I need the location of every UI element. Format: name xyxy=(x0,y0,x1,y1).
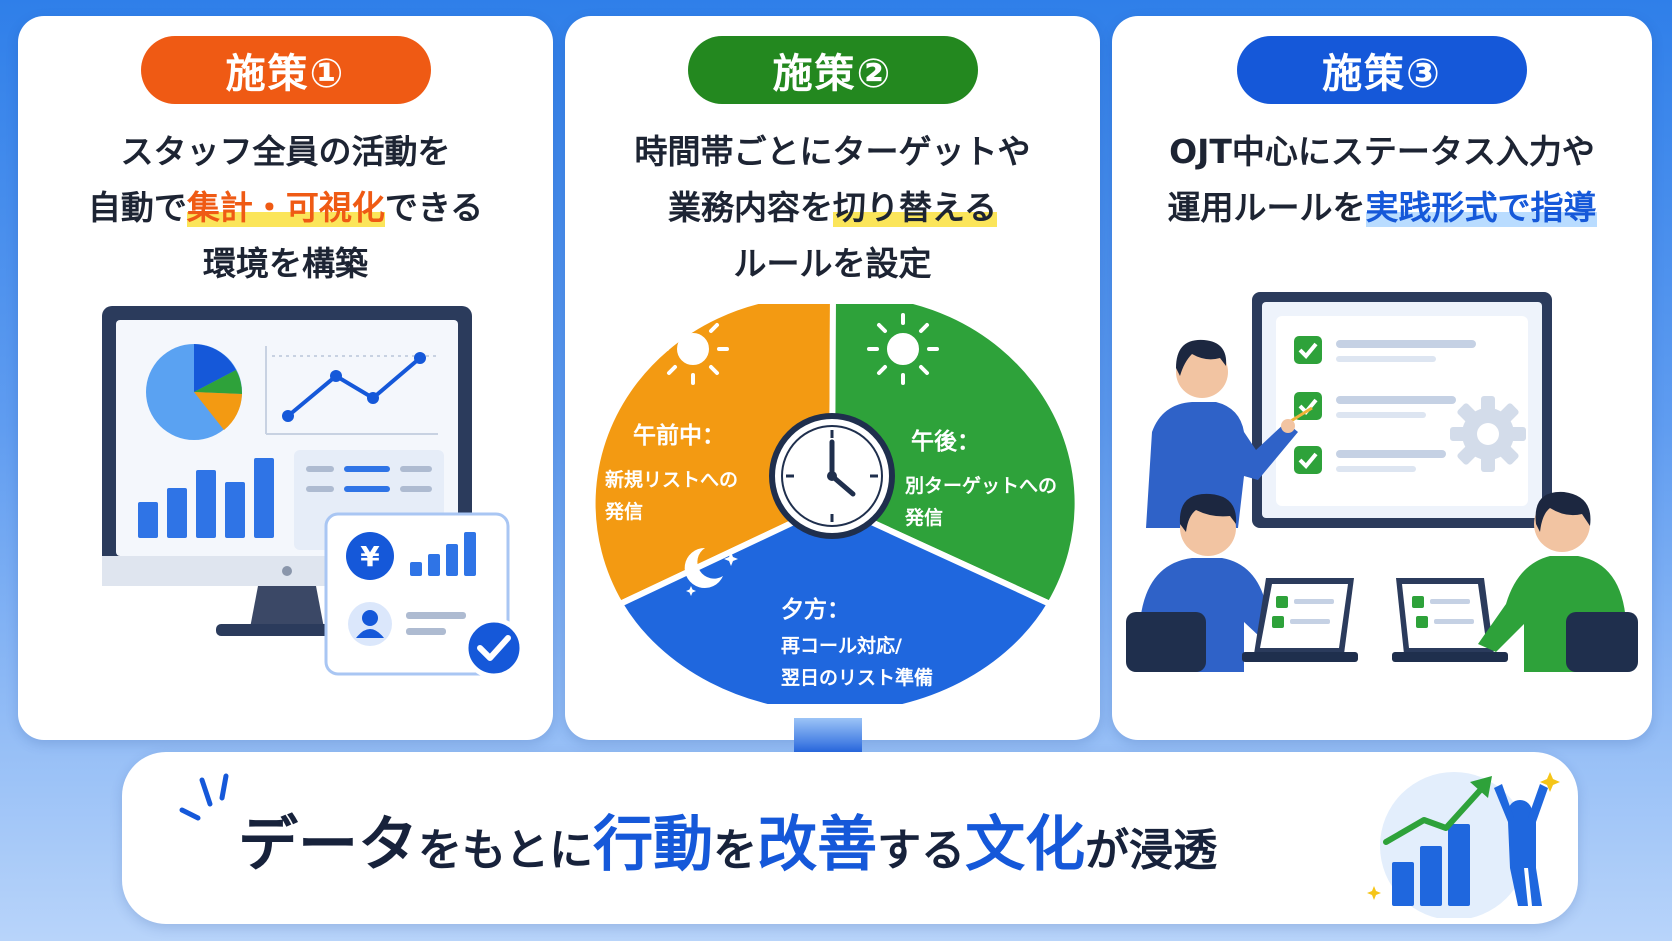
conclusion-t7: 文化 xyxy=(965,810,1086,880)
measure-2-badge: 施策② xyxy=(687,36,978,104)
conclusion-t1: データ xyxy=(238,810,418,880)
measure-1-title-line2-post: できる xyxy=(384,188,484,227)
measure-3-badge: 施策③ xyxy=(1237,36,1527,104)
laptop-icon xyxy=(1392,578,1508,662)
measure-3-panel: 施策③ OJT中心にステータス入力や 運用ルールを実践形式で指導 xyxy=(1112,16,1652,740)
morning-body-1: 新規リストへの xyxy=(605,469,739,491)
conclusion-t5: 改善 xyxy=(757,810,878,880)
user-icon xyxy=(348,602,392,646)
measure-3-title-line2: 運用ルールを実践形式で指導 xyxy=(1112,180,1652,236)
measure-3-title: OJT中心にステータス入力や 運用ルールを実践形式で指導 xyxy=(1112,124,1652,236)
pie-chart-icon xyxy=(146,344,243,440)
conclusion-t3: 行動 xyxy=(593,810,714,880)
measure-1-title-line3: 環境を構築 xyxy=(203,244,368,283)
checkbox-icon xyxy=(1294,336,1476,474)
conclusion-t6: する xyxy=(877,825,966,876)
yen-icon xyxy=(346,532,394,580)
measure-1-badge: 施策① xyxy=(140,36,431,104)
gear-icon xyxy=(1450,396,1526,472)
evening-heading: 夕方： xyxy=(781,597,850,623)
measure-2-panel: 施策② 時間帯ごとにターゲットや 業務内容を切り替える ルールを設定 xyxy=(565,16,1100,740)
growth-chart-icon xyxy=(1367,772,1560,918)
conclusion-t8: が浸透 xyxy=(1085,825,1218,876)
check-circle-icon xyxy=(463,617,525,679)
morning-label: 午前中： 新規リストへの 発信 xyxy=(605,416,738,528)
ojt-illustration xyxy=(1126,292,1638,672)
conclusion-t2: をもとに xyxy=(418,825,594,876)
measure-2-title-line2-pre: 業務内容を xyxy=(667,188,833,227)
sun-icon xyxy=(657,313,729,385)
evening-segment xyxy=(615,500,1055,704)
conclusion-text: データ をもとに 行動 を 改善 する 文化 が浸透 xyxy=(238,796,1217,892)
measure-1-highlight: 集計・可視化 xyxy=(186,188,385,227)
sparkle-icon xyxy=(179,773,229,821)
laptop-icon xyxy=(1242,578,1358,662)
afternoon-body-1: 別ターゲットへの xyxy=(905,475,1058,497)
afternoon-label: 午後： 別ターゲットへの 発信 xyxy=(905,422,1057,534)
evening-body-1: 再コール対応/ xyxy=(781,635,902,657)
evening-body-2: 翌日のリスト準備 xyxy=(781,667,934,689)
measure-3-highlight: 実践形式で指導 xyxy=(1365,188,1597,227)
measure-2-title: 時間帯ごとにターゲットや 業務内容を切り替える ルールを設定 xyxy=(565,124,1100,292)
conclusion-t4: を xyxy=(713,825,758,876)
trainer-icon xyxy=(1146,339,1313,528)
measure-2-title-line3: ルールを設定 xyxy=(733,244,932,283)
measure-1-title-line2-pre: 自動で xyxy=(87,188,187,227)
evening-label: 夕方： 再コール対応/ 翌日のリスト準備 xyxy=(781,590,933,694)
kpi-card: ¥ xyxy=(324,512,510,676)
celebrating-person-icon xyxy=(1494,784,1548,906)
measure-1-panel: 施策① スタッフ全員の活動を 自動で集計・可視化できる 環境を構築 xyxy=(18,16,553,740)
measure-3-title-line2-pre: 運用ルールを xyxy=(1167,188,1366,227)
measure-2-highlight: 切り替える xyxy=(832,188,997,227)
moon-icon xyxy=(684,547,738,596)
conclusion-banner: データ をもとに 行動 を 改善 する 文化 が浸透 xyxy=(122,752,1578,924)
trainee-icon xyxy=(1478,491,1638,672)
afternoon-body-2: 発信 xyxy=(905,507,944,529)
bar-chart-icon xyxy=(138,458,274,538)
measure-2-title-line2: 業務内容を切り替える xyxy=(565,180,1100,236)
svg-text:¥: ¥ xyxy=(360,540,380,573)
measure-1-title-line1: スタッフ全員の活動を xyxy=(120,132,451,171)
measure-2-title-line1: 時間帯ごとにターゲットや xyxy=(634,132,1031,171)
morning-body-2: 発信 xyxy=(605,501,644,523)
dashboard-illustration: ¥ xyxy=(102,306,525,679)
sun-icon xyxy=(867,313,939,385)
measure-1-title: スタッフ全員の活動を 自動で集計・可視化できる 環境を構築 xyxy=(18,124,553,292)
line-chart-icon xyxy=(265,346,438,435)
clock-icon xyxy=(769,413,895,539)
measure-3-title-line1: OJT中心にステータス入力や xyxy=(1169,132,1595,171)
measure-1-title-line2: 自動で集計・可視化できる xyxy=(18,180,553,236)
afternoon-heading: 午後： xyxy=(911,429,980,455)
time-wheel xyxy=(589,304,1080,704)
morning-heading: 午前中： xyxy=(633,423,725,449)
trainee-icon xyxy=(1126,493,1294,672)
